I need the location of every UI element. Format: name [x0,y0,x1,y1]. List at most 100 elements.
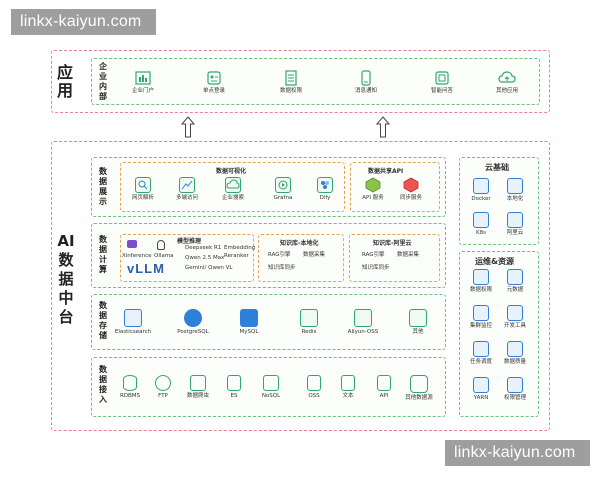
viz-item-search[interactable]: 企业搜索 [218,177,248,202]
storage-label: 数据存储 [99,301,107,340]
viz-item-web[interactable]: 网页解析 [128,177,158,202]
app-item-sso[interactable]: 单点登录 [196,70,232,95]
storage-item-pg[interactable]: PostgreSQL [170,309,216,336]
ops-item-2[interactable]: 集群监控 [466,305,496,330]
cloud-search-icon [225,177,241,193]
ops-item-5[interactable]: 数据质量 [500,341,530,366]
scheduler-icon [473,341,489,357]
cloud-item-docker-label: Docker [471,196,491,202]
kb-local-collect[interactable]: 数据采集 [303,252,326,258]
api-icon [377,375,391,391]
ingest-item-oss[interactable]: OSS [302,375,326,400]
cloud-icon [498,70,516,86]
ops-title: 运维&资源 [475,257,514,266]
crawler-icon [190,375,206,391]
viz-item-search-label: 企业搜索 [221,195,244,201]
viz-item-grafana-label: Grafna [273,195,293,201]
model-reranker: Reranker [224,253,249,259]
kb-local-group [258,234,344,282]
ops-item-6[interactable]: YARN [466,377,496,402]
ingest-item-other-label: 其他数据源 [405,395,433,401]
ingest-item-crawler[interactable]: 数据爬虫 [183,375,213,400]
api-cube-icon [365,177,381,193]
ingest-item-nosql-label: NoSQL [261,393,281,399]
sync-cube-icon [403,177,419,193]
metadata-icon [507,269,523,285]
viz-title: 数据可视化 [216,168,247,175]
app-item-other[interactable]: 其他应用 [489,70,525,95]
viz-item-dify[interactable]: Dify [312,177,338,202]
ingest-item-es[interactable]: ES [222,375,246,400]
cloud-item-local[interactable]: 本地化 [500,178,530,203]
kb-cloud-collect[interactable]: 数据采集 [397,252,420,258]
app-item-notification[interactable]: 消息通知 [348,70,384,95]
docker-icon [473,178,489,194]
oss-chip-icon [307,375,321,391]
app-item-data-permission[interactable]: 数据权限 [273,70,309,95]
ops-item-7[interactable]: 权限管理 [500,377,530,402]
ops-item-0-label: 数据权限 [469,287,492,293]
trend-icon [179,177,195,193]
storage-item-mysql[interactable]: MySQL [226,309,272,336]
storage-item-redis[interactable]: Redis [286,309,332,336]
cloud-item-aliyun-label: 阿里云 [506,230,524,236]
api-item-sync-label: 同步服务 [399,195,422,201]
cloud-item-docker[interactable]: Docker [466,178,496,203]
grafana-icon [275,177,291,193]
ingest-item-crawler-label: 数据爬虫 [186,393,209,399]
oss-icon [354,309,372,327]
app-item-qa[interactable]: 智能问答 [424,70,460,95]
ops-item-5-label: 数据质量 [503,359,526,365]
cloud-item-aliyun[interactable]: 阿里云 [500,212,530,237]
text-icon [341,375,355,391]
other-storage-icon [409,309,427,327]
storage-item-other-label: 其他 [412,329,424,335]
application-sub-label: 企业内部 [99,62,107,101]
database-icon [123,375,137,391]
model-ollama: Ollama [154,253,174,259]
kb-cloud-rag[interactable]: RAG引擎 [362,252,385,258]
api-item-sync[interactable]: 同步服务 [396,177,426,202]
viz-item-grafana[interactable]: Grafna [268,177,298,202]
ollama-icon [157,240,165,250]
ops-item-3[interactable]: 开发工具 [500,305,530,330]
kb-cloud-sync[interactable]: 知识库同步 [362,265,390,271]
kb-local-rag[interactable]: RAG引擎 [268,252,291,258]
cloud-item-k8s[interactable]: K8s [466,212,496,237]
ingest-item-es-label: ES [230,393,238,399]
kb-cloud-group [349,234,440,282]
ingest-item-ftp-label: FTP [158,393,168,399]
storage-item-other[interactable]: 其他 [400,309,436,336]
monitor-icon [473,305,489,321]
ingest-item-other[interactable]: 其他数据源 [400,375,438,402]
display-label: 数据展示 [99,167,107,206]
ingest-section [91,357,446,417]
storage-item-es[interactable]: Elasticsearch [110,309,156,336]
app-item-portal-label: 企业门户 [131,88,154,94]
ingest-item-ftp[interactable]: FTP [150,375,176,400]
api-item-service[interactable]: API 服务 [358,177,388,202]
ingest-item-text[interactable]: 文本 [336,375,360,400]
ingest-item-api[interactable]: API [372,375,396,400]
app-item-qa-label: 智能问答 [430,88,453,94]
up-arrow-icon [181,116,195,138]
api-item-service-label: API 服务 [362,195,384,201]
ingest-item-nosql[interactable]: NoSQL [256,375,286,400]
cloud-base-title: 云基础 [485,163,509,172]
cloud-item-local-label: 本地化 [506,196,524,202]
ingest-item-text-label: 文本 [342,393,354,399]
kb-local-sync[interactable]: 知识库同步 [268,265,296,271]
viz-item-multi[interactable]: 多端访问 [172,177,202,202]
models-title: 模型推理 [177,238,202,245]
other-source-icon [410,375,428,393]
ingest-item-rdbms[interactable]: RDBMS [117,375,143,400]
models-group [120,234,254,282]
storage-item-oss[interactable]: Aliyun-OSS [340,309,386,336]
app-item-portal[interactable]: 企业门户 [125,70,161,95]
ops-item-1[interactable]: 元数据 [500,269,530,294]
ops-item-0[interactable]: 数据权限 [466,269,496,294]
ops-item-7-label: 权限管理 [503,395,526,401]
document-icon [283,70,299,86]
message-icon [358,70,374,86]
ops-item-4[interactable]: 任务调度 [466,341,496,366]
